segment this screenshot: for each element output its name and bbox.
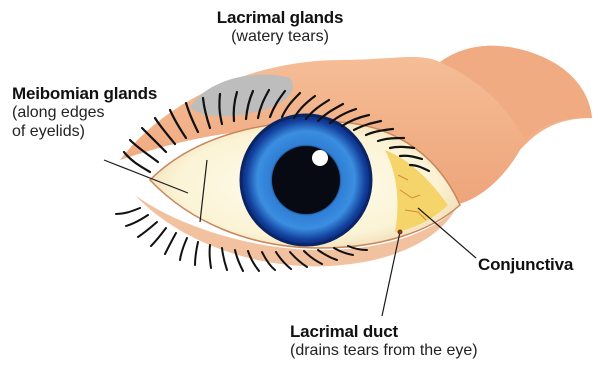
lacrimal-duct-title: Lacrimal duct [290, 322, 478, 342]
meibomian-line3: of eyelids) [12, 123, 157, 142]
meibomian-line2: (along edges [12, 104, 157, 123]
lacrimal-duct-subtitle: (drains tears from the eye) [290, 342, 478, 361]
conjunctiva-title: Conjunctiva [478, 255, 573, 275]
label-lacrimal-glands: Lacrimal glands (watery tears) [200, 8, 360, 47]
lacrimal-duct-point [398, 230, 403, 235]
lacrimal-glands-subtitle: (watery tears) [200, 28, 360, 47]
label-conjunctiva: Conjunctiva [478, 255, 573, 275]
meibomian-title: Meibomian glands [12, 84, 157, 104]
lacrimal-glands-title: Lacrimal glands [200, 8, 360, 28]
label-meibomian-glands: Meibomian glands (along edges of eyelids… [12, 84, 157, 142]
label-lacrimal-duct: Lacrimal duct (drains tears from the eye… [290, 322, 478, 361]
pupil [272, 146, 340, 214]
pupil-highlight [312, 150, 328, 166]
